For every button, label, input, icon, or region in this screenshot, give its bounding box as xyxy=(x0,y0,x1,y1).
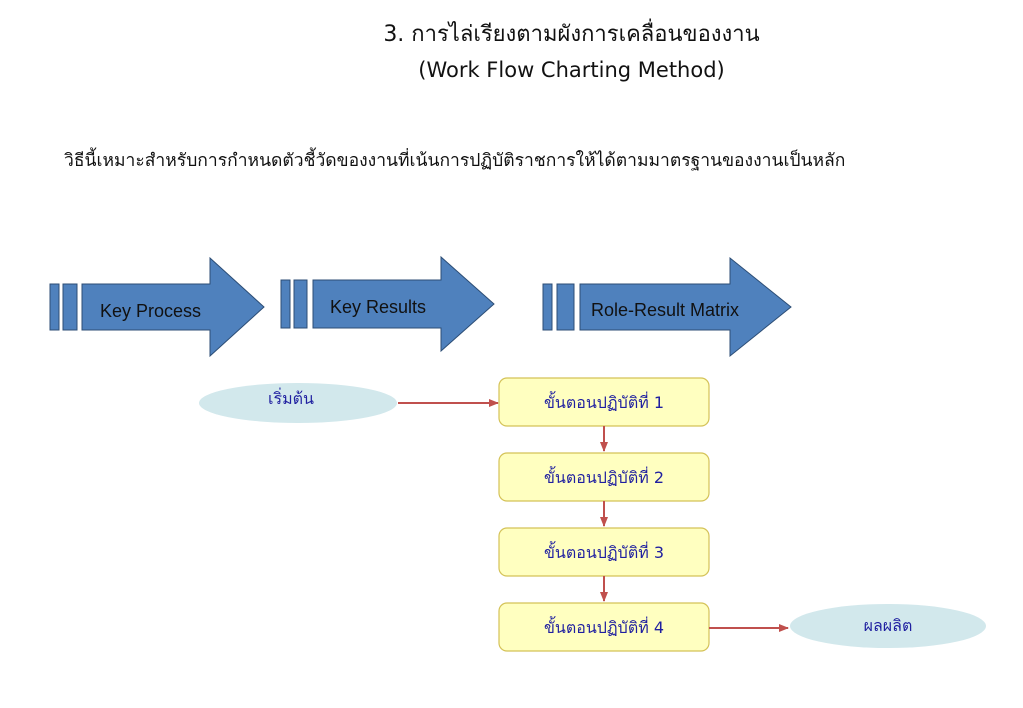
step-1-label: ขั้นตอนปฏิบัติที่ 1 xyxy=(544,391,664,412)
role-result-matrix-arrow: Role-Result Matrix xyxy=(542,256,792,358)
end-label: ผลผลิต xyxy=(864,616,913,635)
step-4-node: ขั้นตอนปฏิบัติที่ 4 xyxy=(498,602,710,652)
page-subtitle: (Work Flow Charting Method) xyxy=(418,58,725,82)
key-process-stripe-2 xyxy=(62,283,78,331)
start-ellipse xyxy=(199,383,397,423)
step-4-label: ขั้นตอนปฏิบัติที่ 4 xyxy=(544,616,664,637)
step-3-node: ขั้นตอนปฏิบัติที่ 3 xyxy=(498,527,710,577)
key-process-arrow: Key Process xyxy=(49,256,265,358)
key-results-arrow: Key Results xyxy=(280,255,495,353)
step-2-node: ขั้นตอนปฏิบัติที่ 2 xyxy=(498,452,710,502)
key-process-stripe-1 xyxy=(49,283,60,331)
step-2-label: ขั้นตอนปฏิบัติที่ 2 xyxy=(544,466,664,487)
key-results-shape xyxy=(312,255,495,353)
key-results-stripe-2 xyxy=(293,279,308,329)
start-label: เริ่มต้น xyxy=(268,387,314,408)
key-process-label: Key Process xyxy=(100,301,201,321)
end-node: ผลผลิต xyxy=(790,604,986,648)
role-result-matrix-label: Role-Result Matrix xyxy=(591,300,739,320)
key-results-stripe-1 xyxy=(280,279,291,329)
start-node: เริ่มต้น xyxy=(199,383,397,423)
key-results-label: Key Results xyxy=(330,297,426,317)
end-ellipse xyxy=(790,604,986,648)
method-description: วิธีนี้เหมาะสำหรับการกำหนดตัวชี้วัดของงา… xyxy=(64,151,846,171)
role-result-stripe-1 xyxy=(542,283,553,331)
role-result-stripe-2 xyxy=(556,283,575,331)
step-3-label: ขั้นตอนปฏิบัติที่ 3 xyxy=(544,541,664,562)
key-process-shape xyxy=(81,256,265,358)
page-title: 3. การไล่เรียงตามผังการเคลื่อนของงาน xyxy=(383,22,760,47)
role-result-matrix-shape xyxy=(579,256,792,358)
step-1-node: ขั้นตอนปฏิบัติที่ 1 xyxy=(498,377,710,427)
